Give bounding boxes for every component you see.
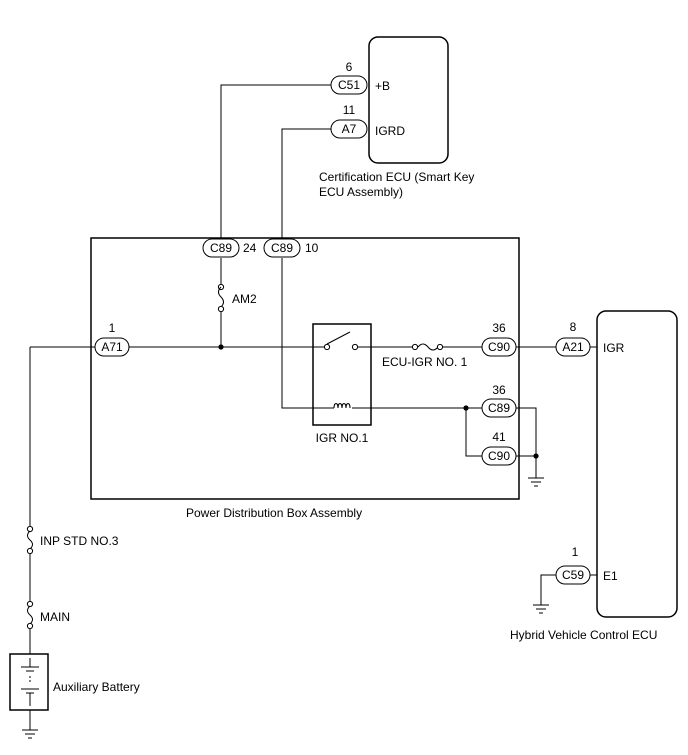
fuse-am2-symbol [217, 283, 225, 313]
terminal-e1: E1 [603, 569, 618, 583]
connector-c51: C51 6 [330, 60, 368, 95]
connector-c89-24: C89 24 [202, 238, 257, 258]
fuse-main-symbol [26, 600, 34, 630]
certification-ecu-label: Certification ECU (Smart Key [319, 170, 474, 184]
ground-symbol-battery [22, 729, 38, 739]
hybrid-ecu-box [596, 310, 678, 618]
pin-number: 10 [305, 241, 319, 255]
svg-text:C89: C89 [210, 241, 232, 255]
svg-text:A7: A7 [342, 122, 357, 136]
svg-text:C89: C89 [271, 241, 293, 255]
connector-c90-36: C90 36 [481, 321, 517, 357]
svg-text:C51: C51 [338, 78, 360, 92]
wire-plus-b [220, 84, 331, 238]
svg-text:A71: A71 [101, 340, 123, 354]
relay-contact-right [351, 343, 359, 351]
wire-igrd [281, 128, 331, 238]
power-distribution-box-label: Power Distribution Box Assembly [186, 506, 362, 520]
junction-dot-coil [463, 405, 469, 411]
certification-ecu-label-line2: ECU Assembly) [319, 185, 403, 199]
svg-text:C90: C90 [488, 449, 510, 463]
relay-contact-left [323, 343, 331, 351]
svg-text:C59: C59 [562, 568, 584, 582]
svg-text:C90: C90 [488, 340, 510, 354]
igr-relay-label: IGR NO.1 [316, 431, 369, 445]
wire-junction-to-c90-41 [465, 408, 482, 457]
battery-box [9, 653, 49, 711]
junction-dot-am2 [218, 344, 224, 350]
wire-c59-ground [540, 574, 556, 605]
fuse-am2-label: AM2 [232, 292, 257, 306]
pin-number: 6 [346, 60, 353, 74]
connector-a71: A71 1 [94, 321, 130, 357]
certification-ecu-box [368, 36, 449, 164]
connector-c89-36: C89 36 [481, 383, 517, 418]
connector-c59: C59 1 [555, 545, 591, 585]
fuse-main-label: MAIN [40, 610, 70, 624]
pin-number: 8 [570, 320, 577, 334]
fuse-ecu-igr-label: ECU-IGR NO. 1 [382, 355, 468, 369]
igr-relay-box [312, 323, 372, 426]
terminal-igr: IGR [603, 341, 625, 355]
fuse-ecu-igr-symbol [411, 343, 444, 351]
pin-number: 1 [572, 545, 579, 559]
pin-number: 36 [492, 383, 506, 397]
junction-dot-ground [533, 453, 539, 459]
connector-c89-10: C89 10 [263, 238, 319, 258]
pin-number: 11 [343, 103, 356, 117]
terminal-igrd: IGRD [375, 124, 405, 138]
svg-text:C89: C89 [488, 401, 510, 415]
fuse-inp-std-label: INP STD NO.3 [40, 534, 119, 548]
pin-number: 24 [243, 241, 257, 255]
wire-c89-10-to-coil [281, 258, 334, 409]
connector-a21: A21 8 [555, 320, 591, 357]
battery-cells [21, 658, 39, 706]
svg-text:A21: A21 [562, 340, 584, 354]
pin-number: 41 [492, 430, 506, 444]
relay-switch-blade [326, 331, 351, 345]
ground-symbol-pdb [528, 477, 544, 487]
terminal-plus-b: +B [375, 79, 390, 93]
pin-number: 1 [109, 321, 116, 335]
pin-number: 36 [492, 321, 506, 335]
hybrid-ecu-label: Hybrid Vehicle Control ECU [510, 628, 657, 642]
relay-coil-symbol [333, 403, 351, 409]
connector-c90-41: C90 41 [481, 430, 517, 466]
connector-a7: A7 11 [330, 103, 368, 139]
power-distribution-box [90, 237, 520, 500]
ground-symbol-ecu [533, 604, 549, 614]
wire-c89-36-ground [516, 407, 537, 456]
fuse-inp-std-symbol [26, 525, 34, 555]
auxiliary-battery-label: Auxiliary Battery [53, 680, 140, 694]
